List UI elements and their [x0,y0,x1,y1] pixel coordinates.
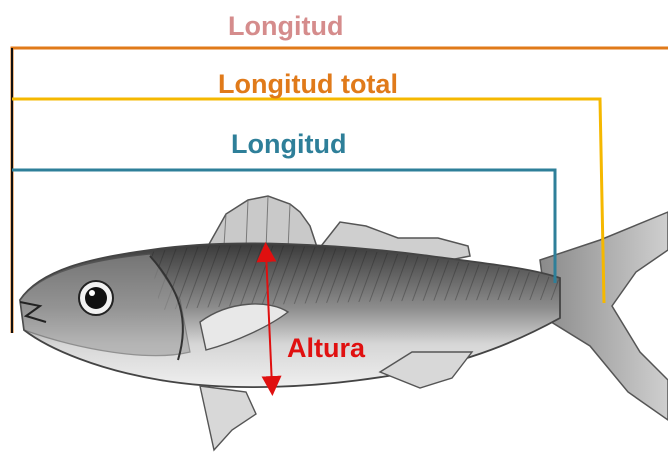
label-altura: Altura [287,335,365,362]
label-longitud-inner: Longitud [231,131,346,158]
pelvic-fin [200,386,256,450]
label-longitud-total: Longitud total [218,71,398,98]
fish-drawing [20,196,668,450]
label-longitud-top: Longitud [228,13,343,40]
